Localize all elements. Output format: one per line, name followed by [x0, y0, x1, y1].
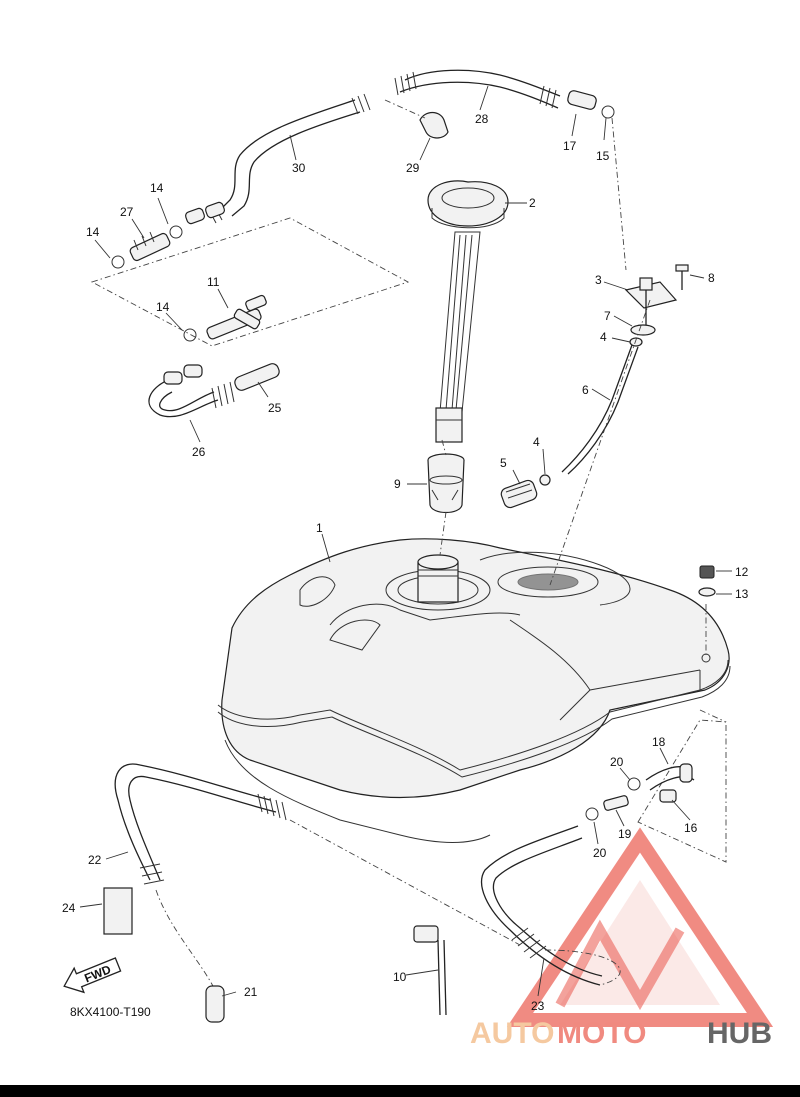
callout-22: 22: [88, 853, 102, 867]
t-joint-11: [206, 294, 267, 340]
bolt-8: [675, 264, 689, 290]
callout-4a: 4: [600, 330, 607, 344]
washer-13: [698, 587, 716, 597]
short-hoses-upper: [185, 201, 225, 225]
callout-20b: 20: [593, 846, 607, 860]
diagram-code: 8KX4100-T190: [70, 1005, 151, 1019]
callout-18: 18: [652, 735, 666, 749]
callout-16: 16: [684, 821, 698, 835]
callout-12: 12: [735, 565, 749, 579]
nut-12: [699, 565, 715, 579]
callout-24: 24: [62, 901, 76, 915]
clip-14b: [169, 225, 183, 239]
callout-labels: 1 2 3 4 4 5 6 7 8 9 10 11 12 13 14 14 14…: [62, 112, 749, 1013]
clip-20b: [585, 807, 599, 821]
hose-23: [480, 825, 601, 986]
band-10: [413, 925, 447, 1016]
clip-14a: [111, 255, 125, 269]
callout-3: 3: [595, 273, 602, 287]
clamp-29: [419, 111, 449, 139]
callout-20a: 20: [610, 755, 624, 769]
callout-27: 27: [120, 205, 134, 219]
hose-18: [645, 763, 695, 791]
watermark-moto: MOTO: [557, 1017, 646, 1050]
hose-17: [567, 90, 597, 110]
callout-17: 17: [563, 139, 577, 153]
fwd-arrow-icon: FWD: [63, 957, 122, 994]
hose-28: [404, 69, 561, 97]
watermark-text: AUTO MOTO HUB: [470, 1017, 772, 1050]
hose-21-line: [155, 889, 216, 991]
fuel-hose-6: [561, 344, 633, 473]
callout-8: 8: [708, 271, 715, 285]
clip-20a: [627, 777, 641, 791]
gasket-7: [630, 324, 656, 336]
callout-7: 7: [604, 309, 611, 323]
callout-4b: 4: [533, 435, 540, 449]
hose-21: [205, 985, 225, 1023]
hose-26: [148, 379, 219, 418]
fitting-bracket: [624, 277, 678, 325]
callout-29: 29: [406, 161, 420, 175]
fuel-sender-unit: [427, 180, 509, 443]
clip-14c: [183, 328, 197, 342]
callout-28: 28: [475, 112, 489, 126]
callout-2: 2: [529, 196, 536, 210]
callout-14b: 14: [86, 225, 100, 239]
fuel-strainer: [427, 453, 465, 514]
bottom-bar: [0, 1085, 800, 1097]
callout-30: 30: [292, 161, 306, 175]
callout-5: 5: [500, 456, 507, 470]
pad-24: [103, 887, 133, 935]
callout-10: 10: [393, 970, 407, 984]
fitting-19: [603, 795, 629, 811]
clamp-16: [659, 789, 677, 803]
hose-22: [114, 763, 271, 881]
watermark-auto: AUTO: [470, 1017, 554, 1050]
callout-6: 6: [582, 383, 589, 397]
watermark-hub: HUB: [707, 1017, 772, 1050]
callout-15: 15: [596, 149, 610, 163]
fuel-tank: [217, 538, 731, 843]
fitting-27: [129, 231, 171, 262]
callout-13: 13: [735, 587, 749, 601]
callout-21: 21: [244, 985, 258, 999]
hose-30: [219, 99, 356, 211]
callout-26: 26: [192, 445, 206, 459]
callout-9: 9: [394, 477, 401, 491]
callout-14c: 14: [156, 300, 170, 314]
callout-23: 23: [531, 999, 545, 1013]
hose-25: [234, 363, 280, 391]
watermark-logo-icon: [506, 827, 774, 1027]
callout-19: 19: [618, 827, 632, 841]
callout-1: 1: [316, 521, 323, 535]
fwd-label: FWD: [82, 962, 113, 985]
callout-14a: 14: [150, 181, 164, 195]
callout-11: 11: [207, 275, 220, 289]
callout-25: 25: [268, 401, 282, 415]
fuel-filter: [500, 474, 551, 509]
clip-15: [601, 105, 615, 119]
